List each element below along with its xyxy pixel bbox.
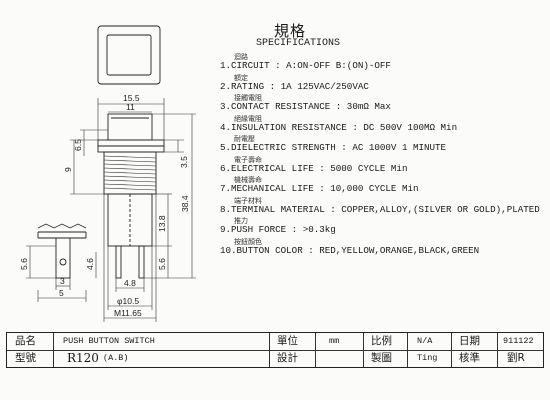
spec-item: 額定 2.RATING : 1A 125VAC/250VAC	[220, 73, 545, 94]
scale-value: N/A	[417, 336, 433, 346]
spec-item: 耐電壓 5.DIELECTRIC STRENGTH : AC 1000V 1 M…	[220, 134, 545, 155]
dim-10-5: φ10.5	[117, 296, 139, 306]
dim-3: 3	[60, 276, 65, 286]
design-label: 設計	[277, 352, 298, 364]
dimension-labels: 15.5 11 6.5 9 3.5 38.4 13.8 5.6 4.6 5.6 …	[19, 93, 190, 318]
model-label: 型號	[15, 352, 36, 364]
title-block: 品名 PUSH BUTTON SWITCH 單位 mm 比例 N/A 日期 91…	[6, 332, 544, 368]
spec-item-text: 7.MECHANICAL LIFE : 10,000 CYCLE Min	[220, 183, 419, 194]
dim-5: 5	[59, 288, 64, 298]
spec-item: 機械壽命 7.MECHANICAL LIFE : 10,000 CYCLE Mi…	[220, 175, 545, 196]
spec-item-text: 10.BUTTON COLOR : RED,YELLOW,ORANGE,BLAC…	[220, 244, 480, 256]
spec-item-chinese: 端子材料	[234, 196, 262, 205]
dim-4-8: 4.8	[124, 278, 136, 288]
model-value: R120	[67, 351, 99, 365]
spec-item: 按鈕顏色 10.BUTTON COLOR : RED,YELLOW,ORANGE…	[220, 237, 545, 258]
terminal-side-view	[55, 237, 71, 279]
dim-9: 9	[63, 167, 73, 172]
dim-5-6-right: 5.6	[157, 258, 167, 270]
unit-label: 單位	[277, 335, 298, 347]
button-top-outer	[97, 25, 161, 85]
approved-value: 劉R	[507, 352, 525, 364]
spec-item-text: 2.RATING : 1A 125VAC/250VAC	[220, 80, 369, 92]
spec-item-chinese: 機械壽命	[234, 176, 262, 184]
spec-item-chinese: 迴路	[234, 53, 248, 61]
spec-item: 迴路 1.CIRCUIT : A:ON-OFF B:(ON)-OFF	[220, 52, 545, 73]
spec-item-text: 4.INSULATION RESISTANCE : DC 500V 100MΩ …	[220, 121, 458, 133]
spec-item: 接觸電阻 3.CONTACT RESISTANCE : 30mΩ Max	[220, 93, 545, 114]
spec-item-chinese: 推力	[234, 217, 248, 225]
spec-item-text: 5.DIELECTRIC STRENGTH : AC 1000V 1 MINUT…	[220, 142, 447, 153]
dim-6-5: 6.5	[73, 139, 83, 151]
spec-item: 絕緣電阻 4.INSULATION RESISTANCE : DC 500V 1…	[220, 114, 545, 135]
spec-item-chinese: 絕緣電阻	[234, 114, 262, 123]
drawn-by-label: 製圖	[371, 352, 392, 364]
drawn-by-value: Ting	[417, 353, 438, 363]
dim-3-5: 3.5	[179, 156, 189, 168]
spec-item-text: 1.CIRCUIT : A:ON-OFF B:(ON)-OFF	[220, 60, 391, 71]
terminal-right	[138, 245, 145, 279]
spec-list: 迴路 1.CIRCUIT : A:ON-OFF B:(ON)-OFF 額定 2.…	[220, 52, 545, 257]
spec-item: 端子材料 8.TERMINAL MATERIAL : COPPER,ALLOY,…	[220, 196, 545, 217]
spec-item-chinese: 接觸電阻	[234, 94, 262, 102]
dim-15-5: 15.5	[123, 93, 140, 103]
spec-title: SPECIFICATIONS	[256, 38, 341, 49]
approved-label: 核準	[459, 352, 480, 364]
scale-label: 比例	[371, 335, 392, 347]
dim-38-4: 38.4	[180, 195, 190, 212]
product-name-value: PUSH BUTTON SWITCH	[63, 336, 155, 346]
spec-item: 電子壽命 6.ELECTRICAL LIFE : 5000 CYCLE Min	[220, 155, 545, 176]
spec-item-chinese: 額定	[234, 73, 248, 82]
date-value: 911122	[503, 336, 534, 346]
dim-5-6-left: 5.6	[19, 258, 29, 270]
spec-item-chinese: 按鈕顏色	[234, 237, 262, 246]
model-suffix: (A.B)	[103, 353, 129, 363]
spec-item-text: 3.CONTACT RESISTANCE : 30mΩ Max	[220, 101, 391, 112]
title-block-divider	[7, 349, 543, 351]
spec-item-chinese: 電子壽命	[234, 155, 262, 164]
spec-item-text: 8.TERMINAL MATERIAL : COPPER,ALLOY,(SILV…	[220, 203, 540, 215]
spec-title-chinese: 規格	[274, 22, 307, 40]
spec-item-text: 9.PUSH FORCE : >0.3kg	[220, 224, 336, 235]
dim-11-65: M11.65	[114, 308, 142, 318]
unit-value: mm	[329, 336, 340, 346]
button-top-inner	[106, 34, 152, 76]
dim-13-8: 13.8	[157, 215, 167, 232]
spec-item-chinese: 耐電壓	[234, 135, 255, 143]
product-name-label: 品名	[15, 335, 36, 347]
date-label: 日期	[459, 335, 480, 347]
spec-item-text: 6.ELECTRICAL LIFE : 5000 CYCLE Min	[220, 162, 408, 174]
spec-item: 推力 9.PUSH FORCE : >0.3kg	[220, 216, 545, 237]
dim-11: 11	[126, 102, 135, 112]
terminal-left	[115, 245, 122, 279]
dim-4-6: 4.6	[85, 258, 95, 270]
